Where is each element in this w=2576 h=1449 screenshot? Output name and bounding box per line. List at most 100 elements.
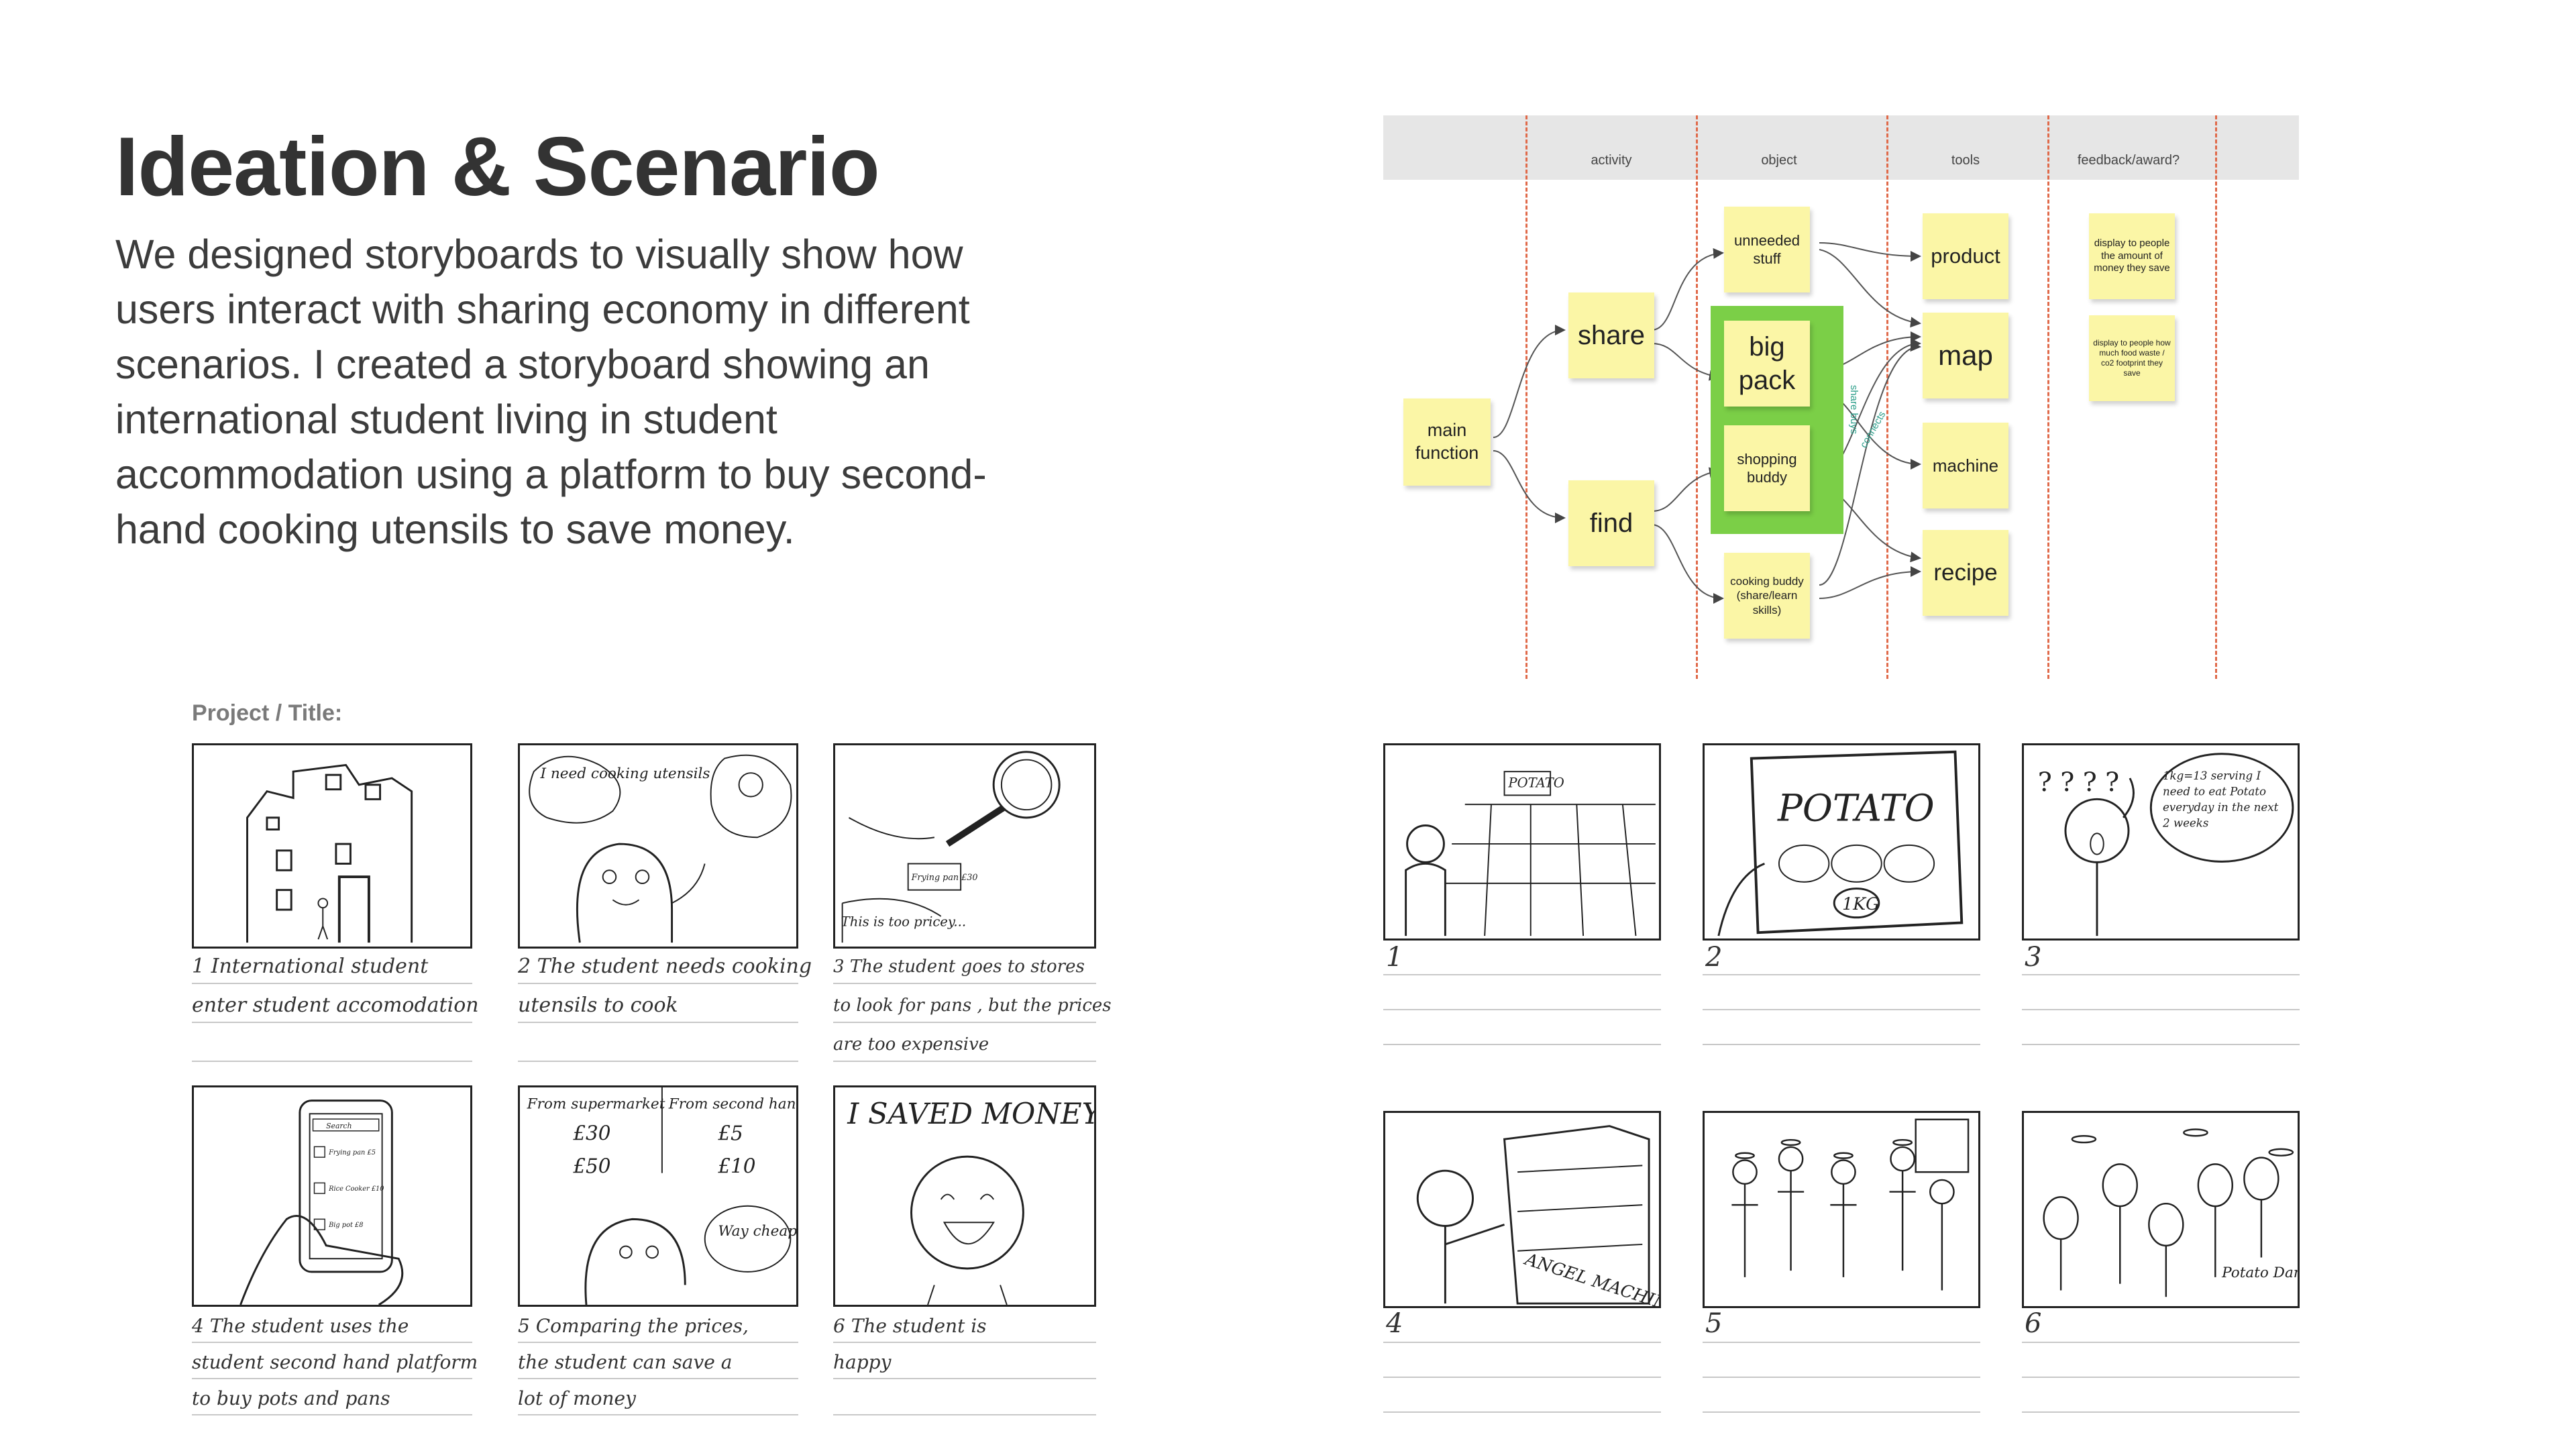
speech-text: Way cheaper! bbox=[718, 1223, 796, 1240]
weight-label: 1KG bbox=[1842, 894, 1880, 914]
caption-rule bbox=[1383, 1044, 1661, 1045]
price: £5 bbox=[717, 1122, 743, 1145]
sticky-feedback-money: display to people the amount of money th… bbox=[2089, 213, 2175, 299]
storyboard-left-caption-1: 1 International student enter student ac… bbox=[192, 947, 479, 1025]
panel-number: 3 bbox=[2025, 942, 2042, 973]
price-tag: Frying pan £30 bbox=[911, 873, 978, 883]
angels-group-sketch bbox=[1731, 1118, 1970, 1291]
price: £50 bbox=[572, 1155, 610, 1178]
panel-number: 2 bbox=[1705, 942, 1723, 973]
frying-pan-store-sketch: Frying pan £30 This is too pricey... bbox=[841, 751, 1061, 943]
caption-rule bbox=[2022, 1342, 2300, 1343]
phone-app-sketch: Search Frying pan £5 Rice Cooker £10 Big… bbox=[239, 1099, 404, 1305]
supermarket-potato-sketch: POTATO bbox=[1405, 771, 1656, 936]
caption-rule bbox=[833, 1022, 1096, 1023]
caption-rule bbox=[2022, 1044, 2300, 1045]
sticky-share: share bbox=[1568, 292, 1654, 378]
sticky-main-function: main function bbox=[1403, 398, 1491, 486]
caption-line: 3 The student goes to stores bbox=[833, 957, 1085, 977]
storyboard-left-panel-5: From supermarket From second hand £30 £5… bbox=[518, 1085, 798, 1307]
storyboard-right-panel-3: ? ? ? ? 1kg=13 serving I need to eat Pot… bbox=[2022, 743, 2300, 941]
column-divider bbox=[2047, 115, 2049, 679]
caption-rule bbox=[1703, 1411, 1980, 1413]
caption-rule bbox=[192, 983, 472, 984]
speech-text: I need cooking utensils bbox=[540, 765, 710, 782]
caption-line: 4 The student uses the bbox=[192, 1315, 409, 1337]
caption-line: utensils to cook bbox=[518, 994, 678, 1017]
column-header-object: object bbox=[1761, 153, 1797, 168]
caption-rule bbox=[833, 1061, 1096, 1062]
intro-paragraph: We designed storyboards to visually show… bbox=[115, 231, 987, 552]
caption-line: are too expensive bbox=[833, 1034, 989, 1055]
happy-student-sketch: I SAVED MONEY! bbox=[847, 1097, 1094, 1305]
page-title: Ideation & Scenario bbox=[115, 121, 880, 213]
angel-machine-sketch: ANGEL MACHINE bbox=[1416, 1125, 1659, 1306]
caption-rule bbox=[518, 1414, 798, 1415]
storyboard-left-caption-2: 2 The student needs cooking utensils to … bbox=[518, 947, 812, 1025]
storyboard-left-panel-4: Search Frying pan £5 Rice Cooker £10 Big… bbox=[192, 1085, 472, 1307]
sign-text: POTATO bbox=[1507, 775, 1564, 791]
caption-rule bbox=[833, 983, 1096, 984]
column-header-tools: tools bbox=[1951, 153, 1980, 168]
caption-rule bbox=[518, 1378, 798, 1379]
caption-rule bbox=[518, 983, 798, 984]
thought-text: 1kg=13 serving I need to eat Potato ever… bbox=[2162, 769, 2279, 830]
price-comparison-sketch: From supermarket From second hand £30 £5… bbox=[527, 1087, 796, 1305]
panel-number: 1 bbox=[1386, 942, 1403, 973]
storyboard-right-panel-2: POTATO 1KG bbox=[1703, 743, 1980, 941]
caption-rule bbox=[1703, 1009, 1980, 1010]
caption-line: 6 The student is bbox=[833, 1315, 987, 1337]
caption-rule bbox=[833, 1414, 1096, 1415]
green-label: share buys bbox=[1848, 384, 1860, 435]
caption-rule bbox=[2022, 974, 2300, 975]
storyboard-right-panel-1: POTATO bbox=[1383, 743, 1661, 941]
caption-line: 1 International student bbox=[192, 955, 429, 978]
student-thinking-sketch: I need cooking utensils bbox=[529, 754, 792, 943]
caption-rule bbox=[1703, 1342, 1980, 1343]
caption-rule bbox=[518, 1342, 798, 1343]
caption-rule bbox=[518, 1022, 798, 1023]
caption-line: to buy pots and pans bbox=[192, 1387, 390, 1409]
app-listing: Frying pan £5 bbox=[328, 1149, 376, 1157]
app-search-label: Search bbox=[326, 1122, 352, 1130]
panel-number: 5 bbox=[1705, 1308, 1723, 1339]
building-sketch bbox=[246, 763, 413, 943]
svg-text:? ? ? ?: ? ? ? ? bbox=[2038, 768, 2119, 798]
sticky-machine: machine bbox=[1923, 423, 2008, 508]
sticky-product: product bbox=[1923, 213, 2008, 299]
caption-line: happy bbox=[833, 1351, 892, 1373]
caption-rule bbox=[192, 1022, 472, 1023]
caption-rule bbox=[1383, 1009, 1661, 1010]
machine-label: ANGEL MACHINE bbox=[1521, 1249, 1659, 1306]
sticky-find: find bbox=[1568, 480, 1654, 566]
caption-rule bbox=[833, 1378, 1096, 1379]
storyboard-right-panel-5 bbox=[1703, 1111, 1980, 1308]
caption-rule bbox=[192, 1061, 472, 1062]
caption-rule bbox=[518, 1061, 798, 1062]
dancing-group-sketch: Potato Dancing bbox=[2043, 1128, 2298, 1297]
caption-rule bbox=[192, 1378, 472, 1379]
storyboard-right-panel-4: ANGEL MACHINE bbox=[1383, 1111, 1661, 1308]
column-divider bbox=[1886, 115, 1888, 679]
column-divider bbox=[1696, 115, 1698, 679]
caption-rule bbox=[833, 1342, 1096, 1343]
bag-label: POTATO bbox=[1777, 787, 1935, 830]
caption-rule bbox=[1383, 1342, 1661, 1343]
app-listing: Big pot £8 bbox=[328, 1222, 363, 1229]
caption-line: the student can save a bbox=[518, 1351, 733, 1373]
caption-line: to look for pans , but the prices bbox=[833, 996, 1112, 1016]
storyboard-left-caption-3: 3 The student goes to stores to look for… bbox=[833, 947, 1112, 1064]
column-header-activity: activity bbox=[1591, 153, 1632, 168]
storyboard-left-panel-1 bbox=[192, 743, 472, 949]
sticky-big-pack: big pack bbox=[1724, 321, 1810, 407]
sticky-recipe: recipe bbox=[1923, 530, 2008, 616]
speech-text: This is too pricey... bbox=[841, 914, 966, 930]
sticky-unneeded-stuff: unneeded stuff bbox=[1724, 207, 1810, 292]
caption-rule bbox=[2022, 1009, 2300, 1010]
second-hand-heading: From second hand bbox=[668, 1095, 796, 1112]
storyboard-left-caption-4: 4 The student uses the student second ha… bbox=[192, 1308, 478, 1417]
sticky-shopping-buddy: shopping buddy bbox=[1724, 425, 1810, 511]
potato-bag-sketch: POTATO 1KG bbox=[1717, 750, 1964, 936]
caption-line: 2 The student needs cooking bbox=[518, 955, 812, 978]
panel-number: 4 bbox=[1386, 1308, 1403, 1339]
